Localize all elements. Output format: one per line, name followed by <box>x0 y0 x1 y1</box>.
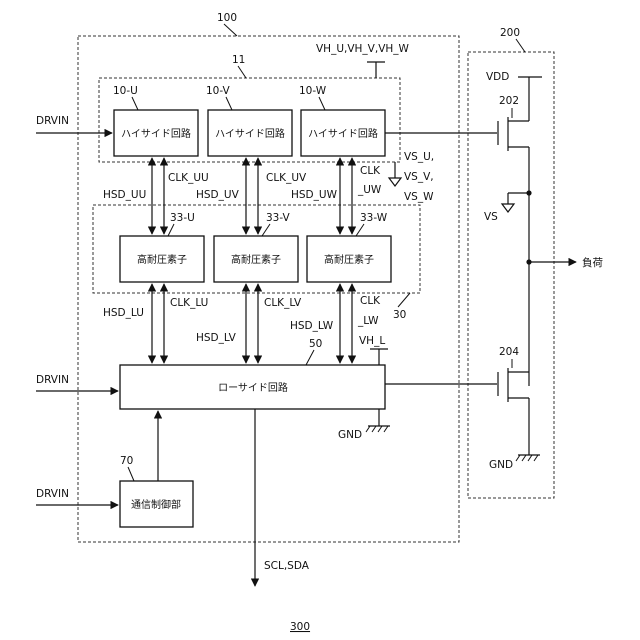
ref-30: 30 <box>393 309 406 321</box>
bridge-200-boundary <box>468 52 554 498</box>
hv-element-label-u: 高耐圧素子 <box>137 253 187 266</box>
ref-33-w: 33-W <box>360 212 388 224</box>
clk-lv-label: CLK_LV <box>264 297 302 309</box>
vdd-label: VDD <box>486 71 509 83</box>
scl-sda-label: SCL,SDA <box>264 560 310 572</box>
clk-uv-label: CLK_UV <box>266 172 307 184</box>
drvin-label-3: DRVIN <box>36 488 69 500</box>
ref-11: 11 <box>232 54 245 66</box>
high-side-label-w: ハイサイド回路 <box>308 127 378 140</box>
load-label: 負荷 <box>582 257 603 269</box>
clk-lw-label-2: _LW <box>357 315 379 327</box>
gnd-label-1: GND <box>338 429 362 441</box>
hv-element-label-w: 高耐圧素子 <box>324 253 374 266</box>
clk-lw-label-1: CLK <box>360 295 381 307</box>
vs-u-label: VS_U, <box>404 151 434 163</box>
ref-202: 202 <box>499 95 519 107</box>
drvin-label-1: DRVIN <box>36 115 69 127</box>
ref-33-u: 33-U <box>170 212 195 224</box>
ref-100: 100 <box>217 12 237 24</box>
vh-l-label: VH_L <box>359 335 385 347</box>
ref-204: 204 <box>499 346 519 358</box>
ref-33-v: 33-V <box>266 212 291 224</box>
vh-top-label: VH_U,VH_V,VH_W <box>316 43 410 55</box>
hsd-uv-label: HSD_UV <box>196 189 240 201</box>
clk-lu-label: CLK_LU <box>170 297 208 309</box>
ref-10-w: 10-W <box>299 85 327 97</box>
clk-uu-label: CLK_UU <box>168 172 209 184</box>
ref-10-v: 10-V <box>206 85 231 97</box>
hsd-uu-label: HSD_UU <box>103 189 146 201</box>
clk-uw-label-1: CLK <box>360 165 381 177</box>
low-side-label: ローサイド回路 <box>218 381 288 394</box>
hsd-lv-label: HSD_LV <box>196 332 237 344</box>
hsd-uw-label: HSD_UW <box>291 189 338 201</box>
vs-w-label: VS_W <box>404 191 434 203</box>
high-side-label-u: ハイサイド回路 <box>121 127 191 140</box>
ref-10-u: 10-U <box>113 85 138 97</box>
hsd-lu-label: HSD_LU <box>103 307 144 319</box>
ref-50: 50 <box>309 338 322 350</box>
vs-label: VS <box>484 211 498 223</box>
high-side-label-v: ハイサイド回路 <box>215 127 285 140</box>
drvin-label-2: DRVIN <box>36 374 69 386</box>
hsd-lw-label: HSD_LW <box>290 320 334 332</box>
vs-v-label: VS_V, <box>404 171 434 183</box>
gnd-label-2: GND <box>489 459 513 471</box>
hv-element-label-v: 高耐圧素子 <box>231 253 281 266</box>
comm-control-label: 通信制御部 <box>131 498 181 511</box>
clk-uw-label-2: _UW <box>357 184 382 196</box>
ref-300: 300 <box>290 621 310 633</box>
ref-200: 200 <box>500 27 520 39</box>
ref-70: 70 <box>120 455 133 467</box>
